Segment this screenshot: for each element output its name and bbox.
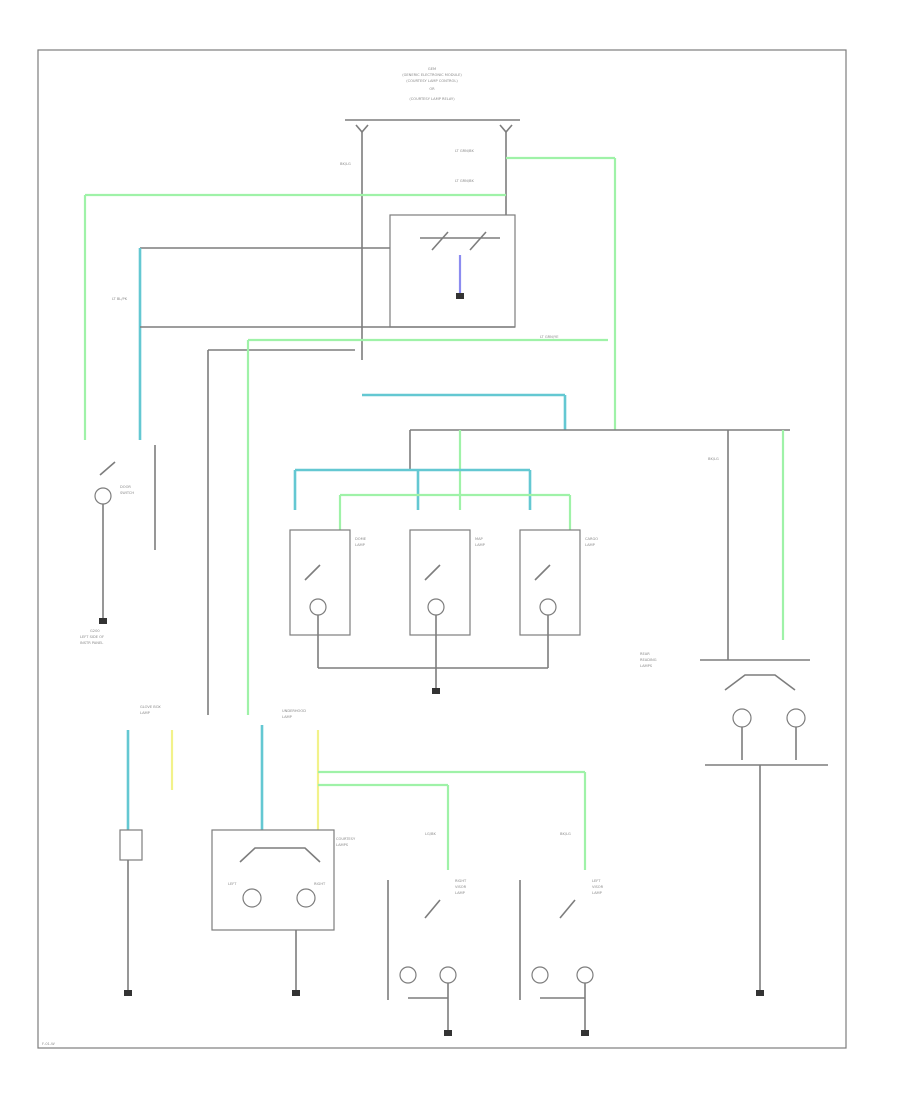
courtesy-lamps-box xyxy=(211,829,335,931)
rear-right-bulb xyxy=(786,708,806,728)
left-visor-switch xyxy=(559,899,576,919)
right-visor-assembly: RIGHT VISOR LAMP xyxy=(387,879,467,1036)
right-visor-bulb-1 xyxy=(399,966,417,984)
underhood-label: LAMP xyxy=(282,715,293,719)
ground-symbol xyxy=(432,688,440,694)
door-switch-label: SWITCH xyxy=(120,491,134,495)
map-lamp-box xyxy=(409,529,471,636)
left-visor-label: LEFT xyxy=(592,879,601,883)
door-switch-label: DOOR xyxy=(120,485,131,489)
cargo-lamp-label: LAMP xyxy=(585,543,596,547)
courtesy-right-bulb xyxy=(296,888,316,908)
dome-lamp-assembly: DOME LAMP xyxy=(289,529,367,636)
wire-label: BK/LG xyxy=(708,457,719,461)
courtesy-right-label: RIGHT xyxy=(314,882,326,886)
ground-label: INSTR PANEL xyxy=(80,641,103,645)
ground-symbol xyxy=(99,618,107,624)
cargo-lamp-label: CARGO xyxy=(585,537,598,541)
map-lamp-label: MAP xyxy=(475,537,484,541)
courtesy-lamps-assembly: LEFT RIGHT COURTESY LAMPS xyxy=(211,829,356,931)
module-line-2: (GENERIC ELECTRONIC MODULE) xyxy=(402,73,462,77)
connector-arrow xyxy=(355,124,369,134)
left-visor-label: LAMP xyxy=(592,891,603,895)
left-visor-bulb-1 xyxy=(531,966,549,984)
map-lamp-assembly: MAP LAMP xyxy=(409,529,486,636)
wire-label: LT GRN/BK xyxy=(455,179,474,183)
dome-lamp-bulb xyxy=(309,598,327,616)
cargo-lamp-assembly: CARGO LAMP xyxy=(519,529,598,636)
wire-label: BK/LG xyxy=(340,162,351,166)
courtesy-label: COURTESY xyxy=(336,837,356,841)
wire-label: LT GRN/BK xyxy=(455,149,474,153)
switch-arm xyxy=(431,231,487,251)
glove-box-label: LAMP xyxy=(140,711,151,715)
ground-symbol xyxy=(124,990,132,996)
courtesy-left-bulb xyxy=(242,888,262,908)
map-switch-arm xyxy=(424,564,441,581)
right-visor-label: RIGHT xyxy=(455,879,467,883)
ground-label: G200 xyxy=(90,629,100,633)
ground-symbol xyxy=(444,1030,452,1036)
module-line-4: OR xyxy=(429,87,435,91)
dome-switch-arm xyxy=(304,564,321,581)
wire-label: LG/BK xyxy=(425,832,436,836)
switch-ground xyxy=(456,293,464,299)
connector-arrow xyxy=(499,124,513,134)
ground-symbol xyxy=(756,990,764,996)
cargo-lamp-box xyxy=(519,529,581,636)
door-switch-assembly: DOOR SWITCH G200 LEFT SIDE OF INSTR PANE… xyxy=(80,461,134,645)
diagram-border xyxy=(37,49,847,1049)
right-visor-label: LAMP xyxy=(455,891,466,895)
left-visor-label: VISOR xyxy=(592,885,604,889)
door-switch-arm xyxy=(99,461,116,476)
underhood-label: UNDERHOOD xyxy=(282,709,306,713)
left-visor-bulb-2 xyxy=(576,966,594,984)
courtesy-switch xyxy=(239,847,321,863)
door-lamp-bulb xyxy=(94,487,112,505)
rear-left-bulb xyxy=(732,708,752,728)
courtesy-label: LAMPS xyxy=(336,843,349,847)
right-visor-switch xyxy=(424,899,441,919)
ground-symbol xyxy=(292,990,300,996)
dome-lamp-label: DOME xyxy=(355,537,367,541)
module-line-3: (COURTESY LAMP CONTROL) xyxy=(406,79,458,83)
glove-box-label: GLOVE BOX xyxy=(140,705,161,709)
ground-label: LEFT SIDE OF xyxy=(80,635,104,639)
courtesy-switch-box xyxy=(389,214,516,328)
rear-switch xyxy=(724,674,796,691)
right-visor-bulb-2 xyxy=(439,966,457,984)
courtesy-left-label: LEFT xyxy=(228,882,237,886)
module-line-5: (COURTESY LAMP RELAY) xyxy=(409,97,455,101)
left-visor-assembly: LEFT VISOR LAMP xyxy=(519,879,604,1036)
wire-label: BK/LG xyxy=(560,832,571,836)
map-lamp-bulb xyxy=(427,598,445,616)
rear-reading-assembly: REAR READING LAMPS xyxy=(640,652,828,766)
glove-box-switch xyxy=(119,829,143,861)
rear-reading-label: READING xyxy=(640,658,657,662)
top-module-label: GEM (GENERIC ELECTRONIC MODULE) (COURTES… xyxy=(402,67,462,101)
diagram-code: F-01-W xyxy=(42,1042,55,1046)
cargo-switch-arm xyxy=(534,564,551,581)
wire-label: LT GRN/YE xyxy=(540,335,559,339)
module-line-1: GEM xyxy=(428,67,436,71)
ground-symbol xyxy=(581,1030,589,1036)
rear-reading-label: REAR xyxy=(640,652,650,656)
rear-reading-label: LAMPS xyxy=(640,664,653,668)
right-visor-label: VISOR xyxy=(455,885,467,889)
map-lamp-label: LAMP xyxy=(475,543,486,547)
dome-lamp-box xyxy=(289,529,351,636)
cargo-lamp-bulb xyxy=(539,598,557,616)
wire-label: LT BL/PK xyxy=(112,297,128,301)
dome-lamp-label: LAMP xyxy=(355,543,366,547)
